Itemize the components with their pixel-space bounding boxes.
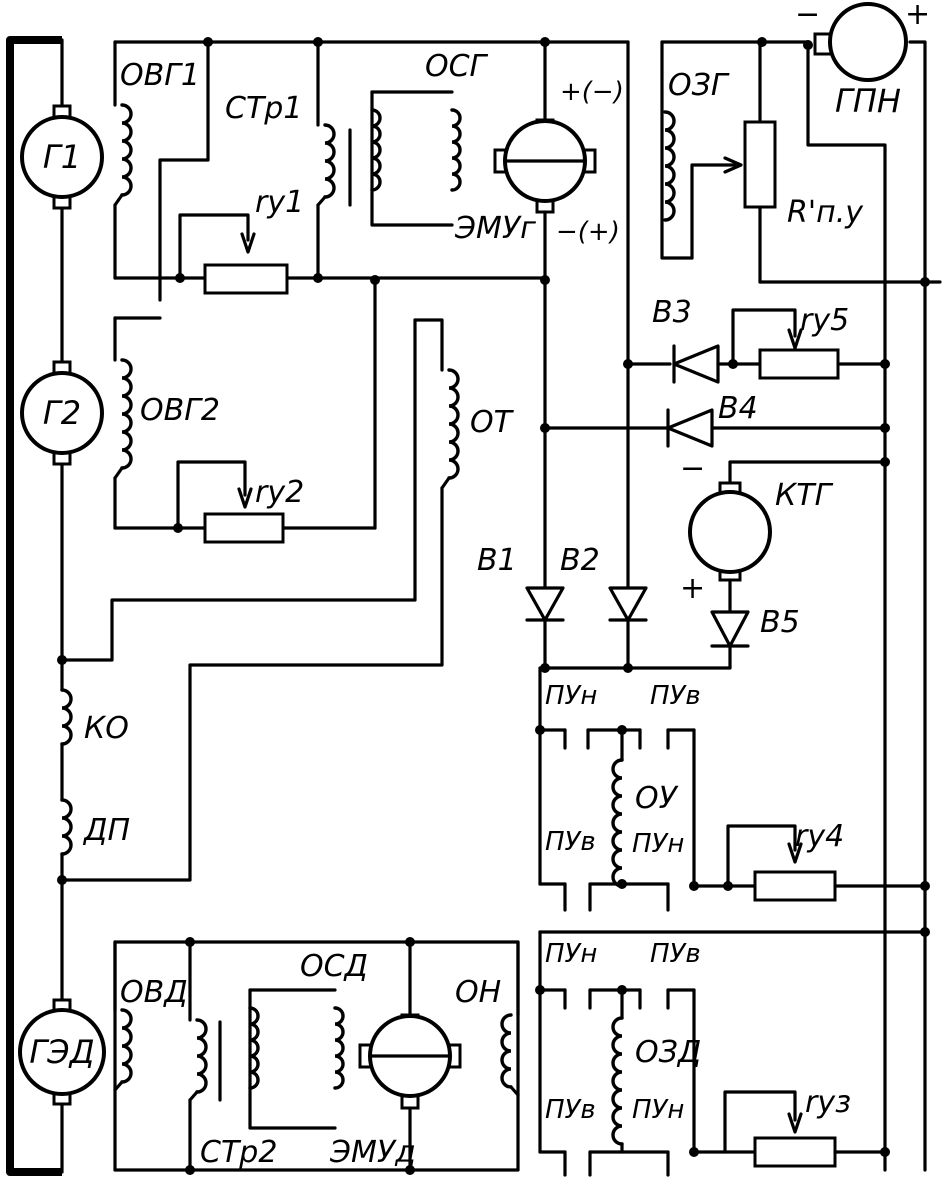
label-ozg: ОЗГ: [668, 68, 730, 103]
label-ko: КО: [84, 711, 129, 746]
label-osg: ОСГ: [425, 49, 489, 84]
label-pyn-1: ПУн: [545, 681, 597, 711]
label-ovd: ОВД: [120, 975, 188, 1010]
ktg-circuit: КТГ − + В5: [543, 451, 890, 670]
label-rpy: R'п.у: [787, 195, 864, 230]
ot-circuit: ОТ: [57, 318, 515, 885]
label-v2: В2: [560, 543, 600, 578]
emu-d-circuit: ОВД СТр2 ОСД ЭМУд ОН: [113, 937, 520, 1175]
label-ry3: rуз: [805, 1085, 851, 1120]
label-ovg1: ОВГ1: [120, 58, 200, 93]
label-str1: СТр1: [225, 91, 302, 126]
gpn-circuit: ОЗГ R'п.у ГПН − +: [660, 0, 942, 1172]
label-ry2: rу2: [255, 475, 304, 510]
label-dp: ДП: [82, 813, 130, 848]
label-gpn-plus: +: [905, 0, 930, 32]
coil-dp: ДП: [60, 798, 130, 882]
label-pyv-4: ПУв: [545, 1095, 596, 1125]
label-g2: Г2: [43, 394, 81, 432]
label-v5: В5: [760, 605, 800, 640]
ovg2-circuit: ОВГ2 rу2: [113, 278, 377, 544]
diodes-v1-v2: В1 В2: [477, 543, 648, 673]
coil-ko: КО: [60, 680, 129, 802]
label-ktg-plus: +: [680, 571, 705, 606]
label-ry5: rу5: [800, 303, 849, 338]
label-emu-bottom: −(+): [556, 217, 620, 247]
label-v3: В3: [652, 295, 692, 330]
label-oy: ОУ: [635, 781, 679, 816]
label-gpn-minus: −: [795, 0, 820, 32]
label-str2: СТр2: [200, 1135, 277, 1170]
label-ktg-minus: −: [680, 451, 705, 486]
motor-ged: ГЭД: [18, 998, 106, 1106]
label-osd: ОСД: [300, 949, 368, 984]
label-ot: ОТ: [470, 405, 515, 440]
emu-g-circuit: ОВГ1 СТр1 ОСГ rу1 +(−) −: [113, 37, 630, 670]
label-v1: В1: [477, 543, 517, 578]
label-pyn-4: ПУн: [632, 1095, 684, 1125]
label-ozd: ОЗД: [635, 1035, 701, 1070]
label-gpn: ГПН: [835, 82, 901, 120]
label-pyv-2: ПУв: [545, 827, 596, 857]
label-ovg2: ОВГ2: [140, 393, 220, 428]
label-emu-g: ЭМУг: [454, 211, 536, 246]
diode-v3-branch: В3 rу5: [623, 295, 890, 384]
label-pyn-3: ПУн: [545, 939, 597, 969]
label-ry4: rу4: [795, 819, 844, 854]
label-pyv-1: ПУв: [650, 681, 701, 711]
ou-bridge: ПУн ПУв ОУ ПУв ПУн rу4: [535, 666, 930, 912]
label-ged: ГЭД: [29, 1033, 94, 1071]
label-pyv-3: ПУв: [650, 939, 701, 969]
main-power-loop: [6, 36, 64, 1176]
label-ry1: rу1: [255, 185, 304, 220]
label-emu-top: +(−): [560, 77, 624, 107]
diode-v4-branch: В4: [540, 391, 890, 448]
label-on: ОН: [455, 975, 501, 1010]
label-ktg: КТГ: [775, 478, 834, 513]
ozd-bridge: ПУн ПУв ОЗД ПУв ПУн rуз: [535, 927, 930, 1177]
label-g1: Г1: [43, 138, 81, 176]
label-v4: В4: [718, 391, 758, 426]
label-pyn-2: ПУн: [632, 829, 684, 859]
generator-g1: Г1: [20, 104, 104, 210]
label-emu-d: ЭМУд: [329, 1135, 416, 1170]
generator-g2: Г2: [20, 360, 104, 466]
